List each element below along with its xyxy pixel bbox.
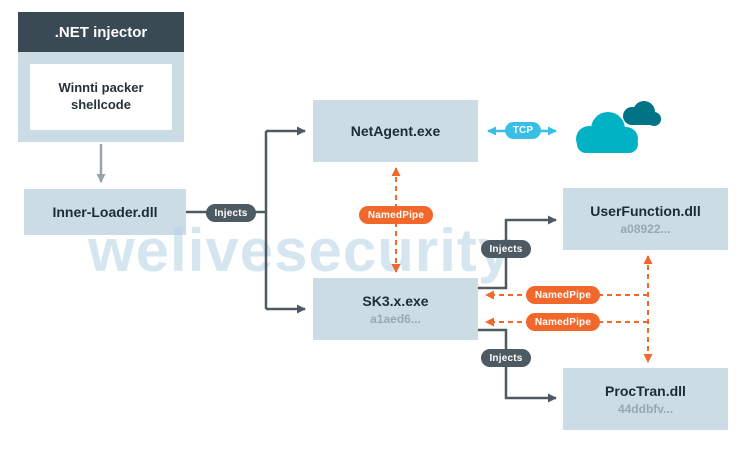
sk3-node: SK3.x.exe a1aed6...	[313, 278, 478, 340]
net-injector-header: .NET injector	[18, 12, 184, 52]
namedpipe-pill-h2: NamedPipe	[526, 313, 600, 331]
sk3-hash: a1aed6...	[370, 311, 421, 326]
shellcode-box: Winnti packer shellcode	[30, 64, 172, 130]
proctran-node: ProcTran.dll 44ddbfv...	[563, 368, 728, 430]
namedpipe-pill-h1: NamedPipe	[526, 286, 600, 304]
netagent-node: NetAgent.exe	[313, 100, 478, 162]
tcp-pill: TCP	[505, 122, 541, 139]
net-injector-body: Winnti packer shellcode	[18, 52, 184, 142]
userfunction-hash: a08922...	[620, 221, 671, 236]
namedpipe-pill-vertical: NamedPipe	[359, 206, 433, 224]
injects-pill-2: Injects	[481, 240, 531, 258]
userfunction-node: UserFunction.dll a08922...	[563, 188, 728, 250]
proctran-hash: 44ddbfv...	[617, 401, 674, 416]
netagent-label: NetAgent.exe	[350, 123, 441, 139]
inner-loader-label: Inner-Loader.dll	[52, 204, 158, 220]
shellcode-label: Winnti packer shellcode	[58, 80, 144, 112]
net-injector-label: .NET injector	[54, 23, 148, 41]
inner-loader-node: Inner-Loader.dll	[24, 189, 186, 235]
sk3-label: SK3.x.exe	[362, 292, 429, 309]
proctran-label: ProcTran.dll	[605, 382, 686, 399]
injects-pill-3: Injects	[481, 349, 531, 367]
cloud-icon	[576, 101, 661, 153]
injects-pill-1: Injects	[206, 204, 256, 222]
userfunction-label: UserFunction.dll	[590, 202, 701, 219]
